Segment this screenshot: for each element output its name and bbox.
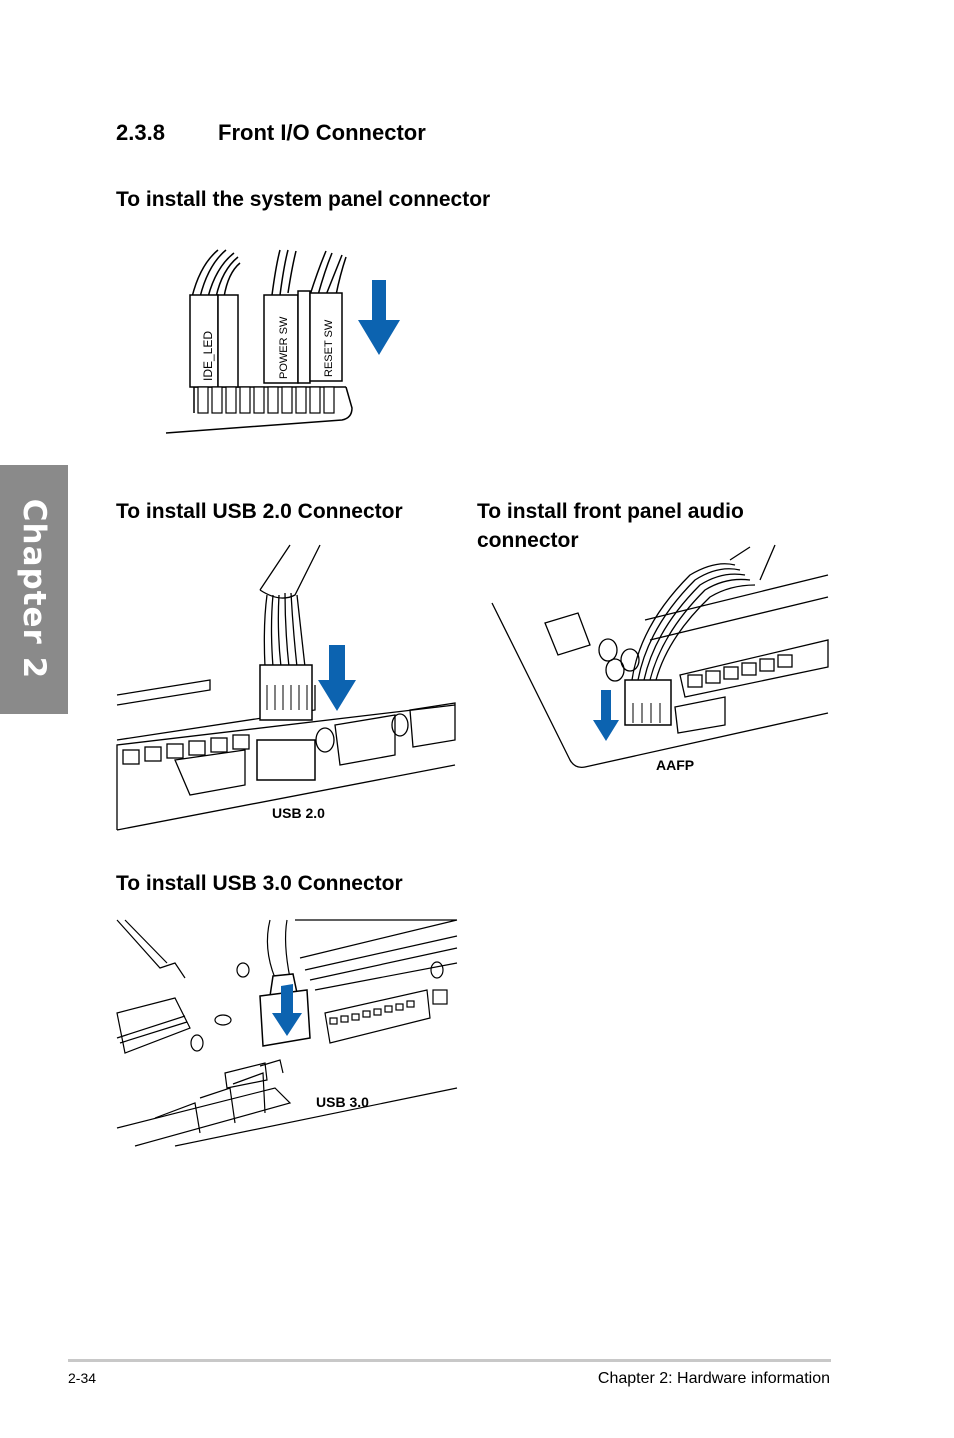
chapter-tab: Chapter 2 — [0, 465, 68, 714]
system-panel-illustration: IDE_LED POWER SW RESET SW — [165, 249, 400, 434]
usb2-caption: USB 2.0 — [272, 805, 325, 821]
audio-illustration: AAFP — [491, 544, 829, 773]
usb3-illustration: USB 3.0 — [116, 919, 458, 1147]
install-arrow — [272, 984, 302, 1036]
section-number: 2.3.8 — [116, 120, 165, 145]
label-ide-led: IDE_LED — [201, 331, 215, 381]
footer-rule — [68, 1359, 831, 1362]
section-title: Front I/O Connector — [218, 120, 426, 145]
page-number: 2-34 — [68, 1370, 97, 1386]
install-arrow — [593, 690, 619, 741]
footer-chapter: Chapter 2: Hardware information — [597, 1370, 830, 1387]
usb2-heading: To install USB 2.0 Connector — [116, 500, 403, 523]
audio-caption: AAFP — [656, 757, 694, 773]
chapter-tab-label: Chapter 2 — [16, 498, 52, 680]
label-reset-sw: RESET SW — [323, 319, 335, 377]
panel-connector-heading: To install the system panel connector — [116, 188, 491, 211]
usb3-caption: USB 3.0 — [316, 1094, 369, 1110]
audio-heading-line2: connector — [477, 529, 579, 552]
label-power-sw: POWER SW — [278, 316, 290, 379]
audio-heading-line1: To install front panel audio — [477, 500, 744, 523]
install-arrow — [358, 280, 400, 355]
usb2-illustration: USB 2.0 — [116, 544, 456, 831]
install-arrow — [318, 645, 356, 711]
usb3-heading: To install USB 3.0 Connector — [116, 872, 403, 895]
